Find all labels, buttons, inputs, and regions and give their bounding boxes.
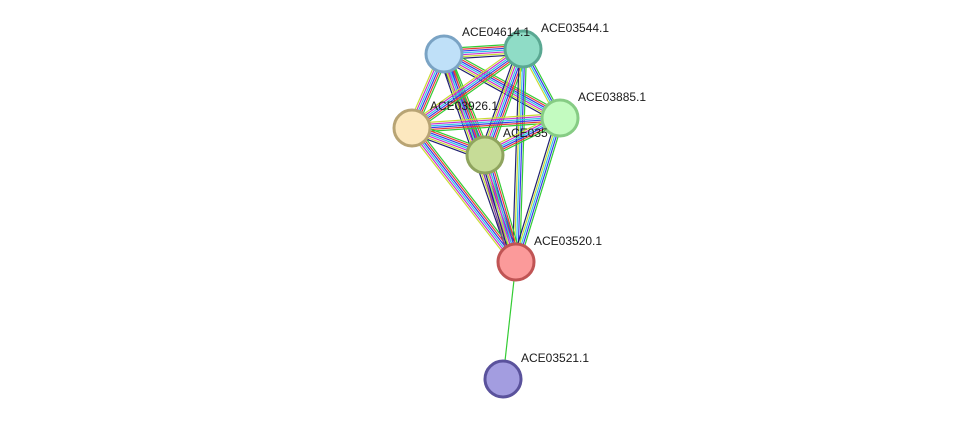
edge-evidence-yellow	[409, 44, 521, 125]
edge-evidence-blue	[412, 49, 524, 130]
edge-ACE03926.1-ACE03520.1[interactable]	[407, 124, 521, 266]
edge-evidence-blue	[517, 118, 563, 263]
edge-ACE03885.1-ACE03520.1[interactable]	[511, 116, 565, 264]
node-label-ACE03544.1: ACE03544.1	[541, 21, 609, 35]
edge-evidence-navy	[511, 48, 521, 262]
edge-evidence-green	[502, 261, 517, 380]
edge-evidence-magenta	[411, 114, 560, 126]
edge-evidence-navy	[441, 58, 558, 124]
edge-ACE04614.1-ACE03885.1[interactable]	[441, 48, 563, 124]
edge-evidence-green	[412, 121, 561, 134]
edge-evidence-cyan	[515, 117, 561, 263]
edge-evidence-purple	[478, 156, 511, 264]
edge-evidence-magenta	[442, 55, 560, 121]
nodes-layer	[392, 29, 580, 399]
edge-evidence-green	[414, 52, 526, 133]
node-label-ACE035: ACE035	[503, 126, 548, 140]
edge-evidence-red	[413, 125, 519, 261]
node-label-ACE03520.1: ACE03520.1	[534, 234, 602, 248]
edge-evidence-blue	[517, 49, 526, 263]
edge-evidence-green	[490, 153, 523, 261]
node-label-ACE04614.1: ACE04614.1	[462, 25, 530, 39]
labels-layer: ACE04614.1 ACE03544.1ACE03885.1ACE03926.1…	[430, 21, 646, 365]
edge-ACE03885.1-ACE03926.1[interactable]	[411, 112, 561, 134]
node-ACE03885.1[interactable]	[540, 98, 580, 138]
node-ACE03521.1[interactable]	[483, 359, 523, 399]
edge-evidence-navy	[479, 46, 519, 154]
node-ACE04614.1[interactable]	[424, 34, 464, 74]
edge-evidence-yellow	[407, 130, 513, 266]
edge-evidence-yellow	[441, 56, 559, 122]
edge-evidence-green	[489, 50, 529, 158]
node-ACE03544.1[interactable]	[503, 29, 543, 69]
edge-ACE03544.1-ACE03926.1[interactable]	[409, 44, 526, 133]
edge-evidence-red	[413, 50, 525, 131]
edge-evidence-magenta	[409, 129, 515, 265]
edge-evidence-red	[412, 120, 561, 132]
node-ACE03520.1[interactable]	[496, 242, 536, 282]
edge-evidence-magenta	[410, 46, 522, 127]
edge-evidence-cyan	[443, 53, 561, 119]
edge-evidence-blue	[444, 51, 562, 117]
edge-evidence-green	[446, 48, 563, 114]
node-label-ACE03521.1: ACE03521.1	[521, 351, 589, 365]
edge-evidence-blue	[412, 118, 561, 130]
edge-evidence-yellow	[411, 112, 560, 125]
edge-evidence-green	[518, 118, 565, 264]
edge-evidence-red	[445, 50, 563, 116]
edges-layer	[407, 43, 565, 380]
edge-evidence-navy	[511, 116, 558, 262]
edge-evidence-green	[518, 49, 528, 263]
edge-evidence-cyan	[411, 116, 560, 128]
node-label-ACE03926.1: ACE03926.1	[430, 99, 498, 113]
edge-ACE03520.1-ACE03521.1[interactable]	[502, 261, 517, 380]
edge-evidence-yellow	[513, 117, 559, 262]
edge-evidence-yellow	[513, 48, 522, 262]
edge-evidence-cyan	[410, 128, 516, 263]
node-ACE035[interactable]	[465, 135, 505, 175]
edge-ACE03544.1-ACE03520.1[interactable]	[511, 48, 528, 263]
node-label-ACE03885.1: ACE03885.1	[578, 90, 646, 104]
edge-evidence-cyan	[515, 48, 524, 263]
edge-evidence-blue	[412, 127, 518, 262]
node-ACE03926.1[interactable]	[392, 108, 432, 148]
edge-evidence-cyan	[411, 47, 523, 128]
